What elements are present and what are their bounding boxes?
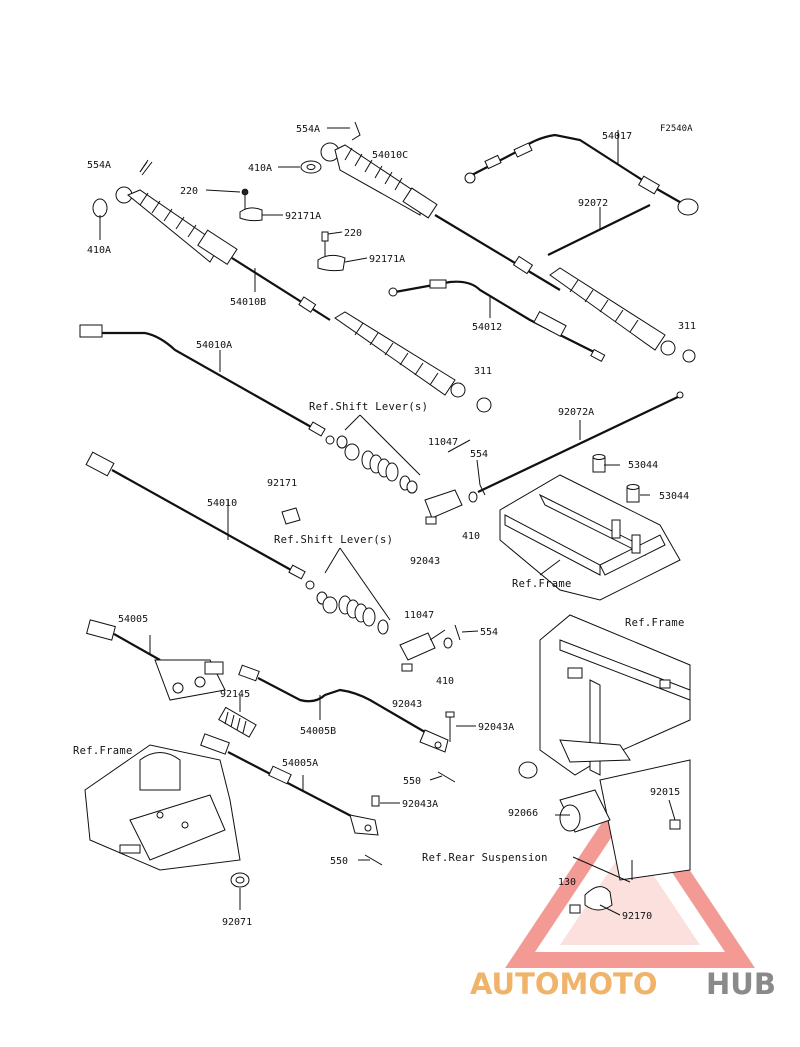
- rod-92072: [547, 204, 651, 256]
- pin-92043a-upper: [445, 711, 455, 742]
- label-220-lower: 220: [344, 228, 362, 239]
- label-92170: 92170: [622, 911, 652, 922]
- label-311-right: 311: [678, 321, 696, 332]
- label-92072a: 92072A: [558, 407, 594, 418]
- clamp-92171a-top: [239, 188, 263, 222]
- cable-54010: [85, 451, 315, 590]
- pin-550-lower: [364, 854, 383, 866]
- cable-54012: [388, 279, 606, 363]
- label-92043-top: 92043: [410, 556, 440, 567]
- collar-53044-b: [626, 484, 640, 503]
- nut-410a-top: [300, 160, 322, 174]
- grommet-92071: [230, 872, 250, 888]
- label-554a-top: 554A: [296, 124, 320, 135]
- label-54005b: 54005B: [300, 726, 336, 737]
- rod-92072a: [477, 391, 684, 493]
- pin-554a-top: [351, 121, 361, 141]
- ref-shift-lever-2: Ref.Shift Lever(s): [274, 534, 393, 546]
- cable-54017: [464, 130, 699, 216]
- label-92145: 92145: [220, 689, 250, 700]
- watermark-logo: [505, 780, 755, 968]
- label-92043-mid: 92043: [392, 699, 422, 710]
- label-410-bottom: 410: [436, 676, 454, 687]
- label-54010a: 54010A: [196, 340, 232, 351]
- cable-54010a: [79, 324, 335, 445]
- label-92043a-lower: 92043A: [402, 799, 438, 810]
- label-410a-left: 410A: [87, 245, 111, 256]
- label-53044-bottom: 53044: [659, 491, 689, 502]
- shift-lever-kit-2: [316, 547, 461, 672]
- cable-54010b: [92, 186, 492, 413]
- ref-frame-3: Ref.Frame: [73, 745, 133, 757]
- label-554-top: 554: [470, 449, 488, 460]
- label-220-top: 220: [180, 186, 198, 197]
- frame-section-1: [499, 474, 681, 601]
- label-410a-top: 410A: [248, 163, 272, 174]
- label-92043a-upper: 92043A: [478, 722, 514, 733]
- label-54005: 54005: [118, 614, 148, 625]
- cable-54010c: [320, 142, 696, 363]
- label-92066: 92066: [508, 808, 538, 819]
- label-54005a: 54005A: [282, 758, 318, 769]
- ref-rear-suspension: Ref.Rear Suspension: [422, 852, 548, 864]
- label-550-upper: 550: [403, 776, 421, 787]
- leader-lines: [99, 127, 676, 916]
- bushing-92066: [518, 761, 611, 833]
- label-11047-top: 11047: [428, 437, 458, 448]
- label-54012: 54012: [472, 322, 502, 333]
- watermark-text-automoto: AUTOMOTO: [470, 967, 657, 1001]
- label-92171: 92171: [267, 478, 297, 489]
- label-54010c: 54010C: [372, 150, 408, 161]
- clamp-92171a-lower: [317, 231, 346, 272]
- diagram-code: F2540A: [660, 124, 693, 134]
- ref-frame-1: Ref.Frame: [512, 578, 572, 590]
- collar-53044-a: [592, 454, 606, 473]
- label-92072: 92072: [578, 198, 608, 209]
- label-130: 130: [558, 877, 576, 888]
- spring-92145: [218, 695, 257, 738]
- label-92171a-lower: 92171A: [369, 254, 405, 265]
- label-554a-left: 554A: [87, 160, 111, 171]
- cable-54005: [86, 619, 226, 701]
- label-311-mid: 311: [474, 366, 492, 377]
- label-11047-bottom: 11047: [404, 610, 434, 621]
- cable-54005b: [238, 664, 449, 753]
- pin-554a-left: [139, 159, 153, 176]
- frame-section-3: [539, 614, 691, 881]
- watermark-triangle-inner: [560, 840, 700, 945]
- watermark-triangle: [505, 780, 755, 968]
- ref-shift-lever-1: Ref.Shift Lever(s): [309, 401, 428, 413]
- pin-550-upper: [437, 771, 456, 783]
- clip-92171: [281, 507, 301, 525]
- label-410-top: 410: [462, 531, 480, 542]
- label-54010: 54010: [207, 498, 237, 509]
- cable-54005a: [200, 733, 380, 836]
- bracket-92170: [569, 819, 681, 914]
- shift-lever-kit-1: [336, 414, 486, 525]
- watermark-text-hub: HUB: [706, 967, 776, 1001]
- label-53044-top: 53044: [628, 460, 658, 471]
- label-92171a-top: 92171A: [285, 211, 321, 222]
- label-550-lower: 550: [330, 856, 348, 867]
- label-54010b: 54010B: [230, 297, 266, 308]
- frame-section-2: [84, 744, 241, 871]
- label-54017: 54017: [602, 131, 632, 142]
- label-92015: 92015: [650, 787, 680, 798]
- ref-frame-2: Ref.Frame: [625, 617, 685, 629]
- label-92071: 92071: [222, 917, 252, 928]
- label-554-bottom: 554: [480, 627, 498, 638]
